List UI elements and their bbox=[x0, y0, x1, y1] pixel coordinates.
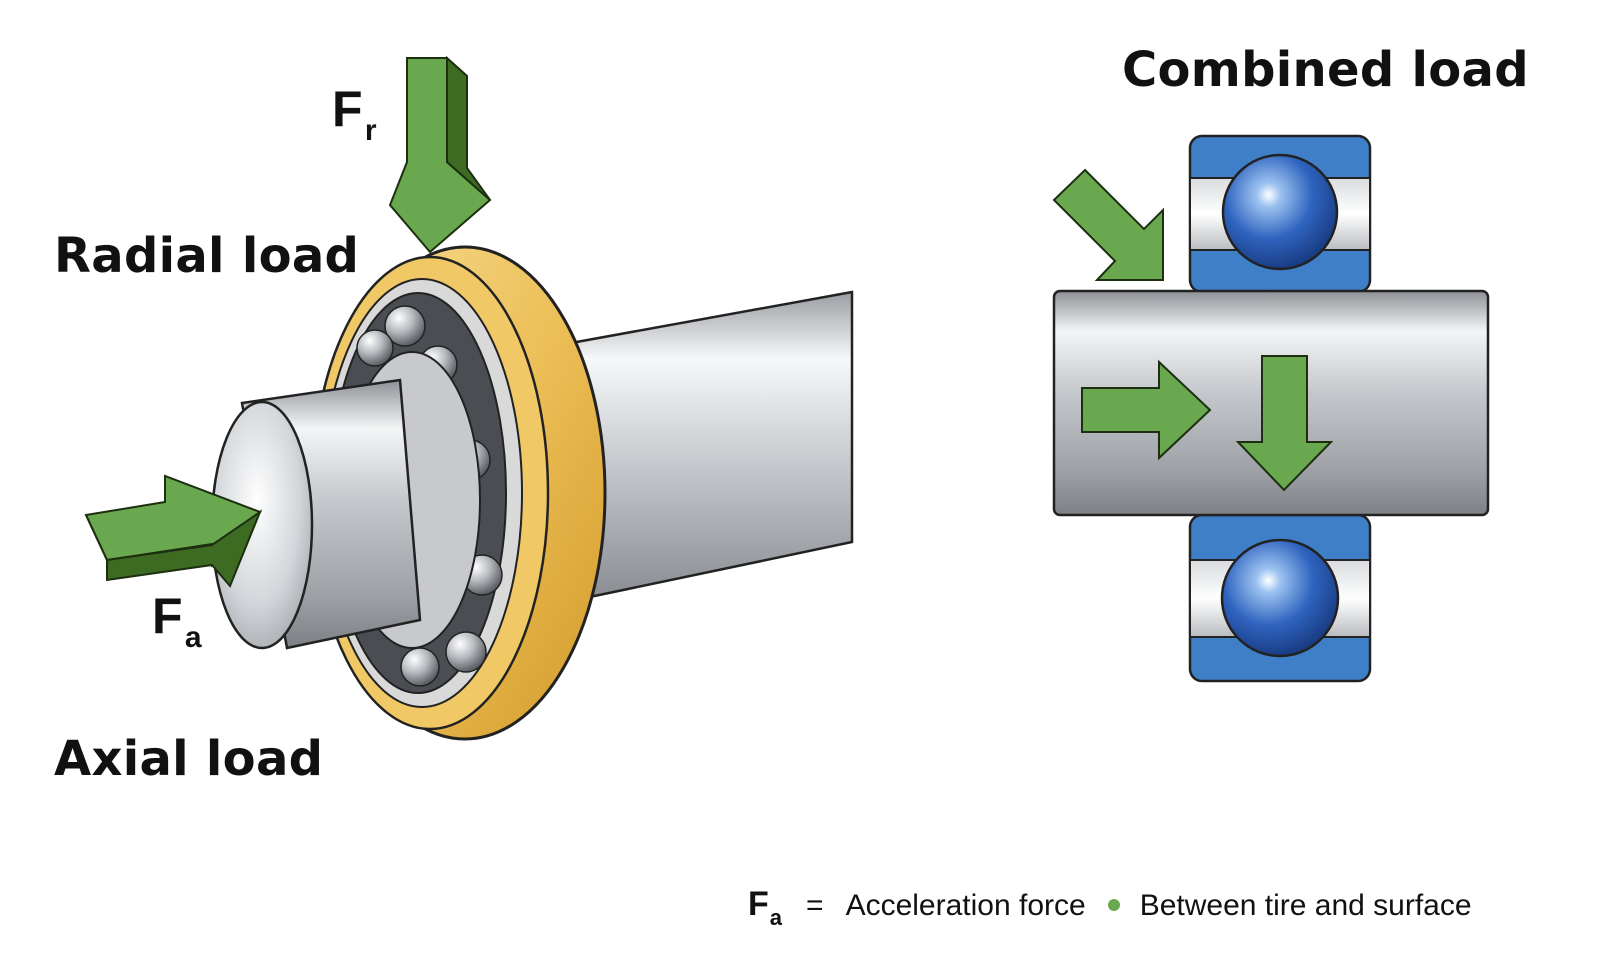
radial-force-symbol: Fr bbox=[332, 81, 377, 147]
radial-force-arrow bbox=[388, 55, 492, 254]
radial-load-label: Radial load bbox=[54, 228, 360, 284]
combined-axial-arrow bbox=[1081, 359, 1212, 461]
legend: Fa = Acceleration force Between tire and… bbox=[748, 885, 1472, 931]
bullet-dot-icon bbox=[1107, 899, 1120, 911]
legend-equals: = bbox=[806, 889, 824, 922]
combined-load-section bbox=[1052, 134, 1490, 683]
axial-force-symbol: Fa bbox=[152, 588, 202, 654]
combined-load-title: Combined load bbox=[1122, 42, 1529, 98]
legend-definition: Acceleration force bbox=[845, 889, 1086, 922]
combined-radial-arrow bbox=[1235, 355, 1334, 492]
axial-force-arrow bbox=[84, 474, 263, 588]
axial-load-label: Axial load bbox=[54, 731, 324, 787]
legend-note: Between tire and surface bbox=[1139, 889, 1472, 922]
legend-symbol: Fa bbox=[748, 885, 783, 930]
left-shaft-assembly bbox=[210, 245, 854, 741]
combined-diagonal-arrow bbox=[1052, 168, 1164, 281]
